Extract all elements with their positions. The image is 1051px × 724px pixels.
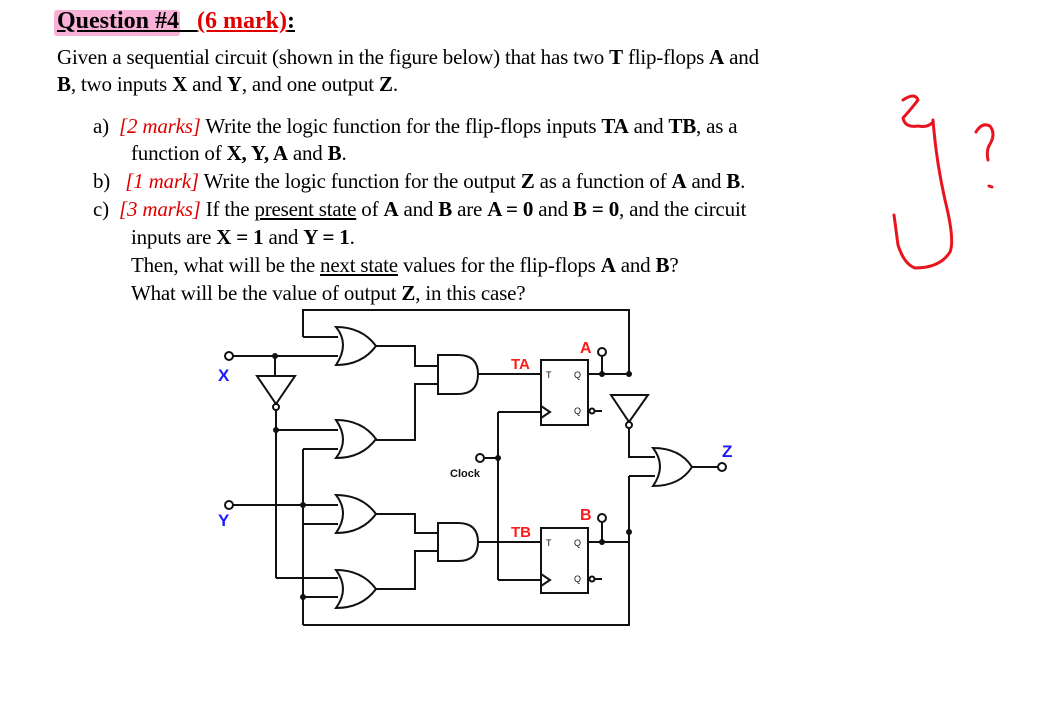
question-number: Question #4 [57, 8, 180, 34]
intro-line-1: Given a sequential circuit (shown in the… [57, 45, 759, 69]
part-a-line-1: a) [2 marks] Write the logic function fo… [93, 114, 738, 138]
clock-terminal [475, 453, 485, 463]
label-ta: TA [511, 356, 530, 373]
question-marks: (6 mark) [197, 8, 287, 34]
label-a: A [580, 340, 592, 357]
label-x: X [218, 366, 230, 385]
label-z: Z [722, 442, 732, 461]
input-x-terminal [224, 351, 234, 361]
or-gate-z [650, 446, 694, 488]
part-c-line-3: Then, what will be the next state values… [131, 253, 679, 277]
and-gate-ta [437, 354, 480, 395]
flip-flop-b [540, 527, 589, 594]
svg-text:Q: Q [574, 538, 581, 548]
svg-text:Q: Q [574, 574, 581, 584]
svg-text:T: T [546, 538, 552, 548]
not-gate-x [255, 375, 297, 406]
label-tb: TB [511, 524, 531, 541]
title-highlight [54, 10, 180, 36]
label-clock: Clock [450, 468, 481, 480]
output-a-terminal [597, 347, 607, 357]
svg-text:Q: Q [574, 406, 581, 416]
input-y-terminal [224, 500, 234, 510]
svg-text:Q: Q [574, 370, 581, 380]
part-c-line-2: inputs are X = 1 and Y = 1. [131, 225, 355, 249]
output-z-terminal [717, 462, 727, 472]
flip-flop-a [540, 359, 589, 426]
label-y: Y [218, 511, 230, 530]
output-b-terminal [597, 513, 607, 523]
or-gate-2 [333, 418, 378, 460]
or-gate-4 [334, 568, 378, 610]
label-b: B [580, 507, 592, 524]
part-a-line-2: function of X, Y, A and B. [131, 141, 347, 165]
part-b: b) [1 mark] Write the logic function for… [93, 169, 746, 193]
or-gate-1 [333, 325, 378, 367]
and-gate-tb [437, 522, 480, 562]
or-gate-3 [333, 493, 378, 535]
part-c-line-1: c) [3 marks] If the present state of A a… [93, 197, 747, 221]
question-title: Question #4 (6 mark): [57, 8, 295, 34]
not-gate-a [609, 394, 650, 424]
svg-text:T: T [546, 370, 552, 380]
intro-line-2: B, two inputs X and Y, and one output Z. [57, 72, 398, 96]
wire-a-feedback [302, 309, 630, 375]
part-c-line-4: What will be the value of output Z, in t… [131, 281, 526, 305]
